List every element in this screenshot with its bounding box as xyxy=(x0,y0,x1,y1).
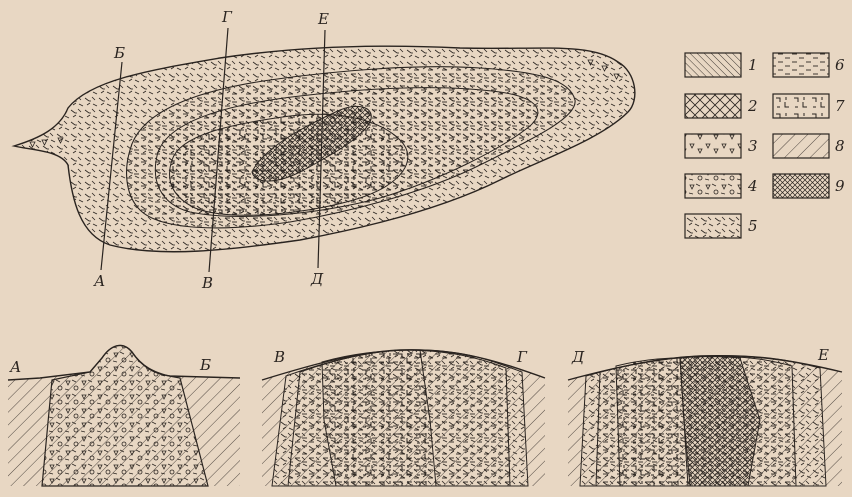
plan-map xyxy=(14,28,635,272)
legend-swatch-9 xyxy=(773,174,829,198)
legend-swatch-8 xyxy=(773,134,829,158)
legend-number-1: 1 xyxy=(748,58,758,73)
legend-number-3: 3 xyxy=(748,139,758,154)
section-de-core xyxy=(616,358,688,486)
legend-swatch-3 xyxy=(685,134,741,158)
legend-number-8: 8 xyxy=(835,139,845,154)
section-vg-core xyxy=(322,350,436,486)
section-ab-intrusion xyxy=(42,345,208,486)
section-vg-right-label: Г xyxy=(517,350,527,365)
legend-number-4: 4 xyxy=(748,179,758,194)
map-label-e: Е xyxy=(318,12,329,27)
legend-swatch-5 xyxy=(685,214,741,238)
legend-swatch-6 xyxy=(773,53,829,77)
legend-swatch-2 xyxy=(685,94,741,118)
legend-swatch-1 xyxy=(685,53,741,77)
legend-number-5: 5 xyxy=(748,219,758,234)
section-de xyxy=(568,356,842,486)
section-vg xyxy=(262,350,545,486)
section-de-right-label: Е xyxy=(818,348,829,363)
legend-number-2: 2 xyxy=(748,99,758,114)
legend-number-9: 9 xyxy=(835,179,845,194)
section-de-left-label: Д xyxy=(572,350,584,365)
map-label-a: А xyxy=(94,274,105,289)
map-label-b: Б xyxy=(114,46,125,61)
map-label-d: Д xyxy=(311,272,323,287)
legend-number-6: 6 xyxy=(835,58,845,73)
section-vg-left-label: В xyxy=(274,350,285,365)
legend-swatch-7 xyxy=(773,94,829,118)
map-label-v: В xyxy=(202,276,213,291)
legend-swatch-4 xyxy=(685,174,741,198)
section-ab-right-label: Б xyxy=(200,358,211,373)
section-ab-left-label: А xyxy=(10,360,21,375)
legend-number-7: 7 xyxy=(835,99,845,114)
map-label-g: Г xyxy=(222,10,232,25)
